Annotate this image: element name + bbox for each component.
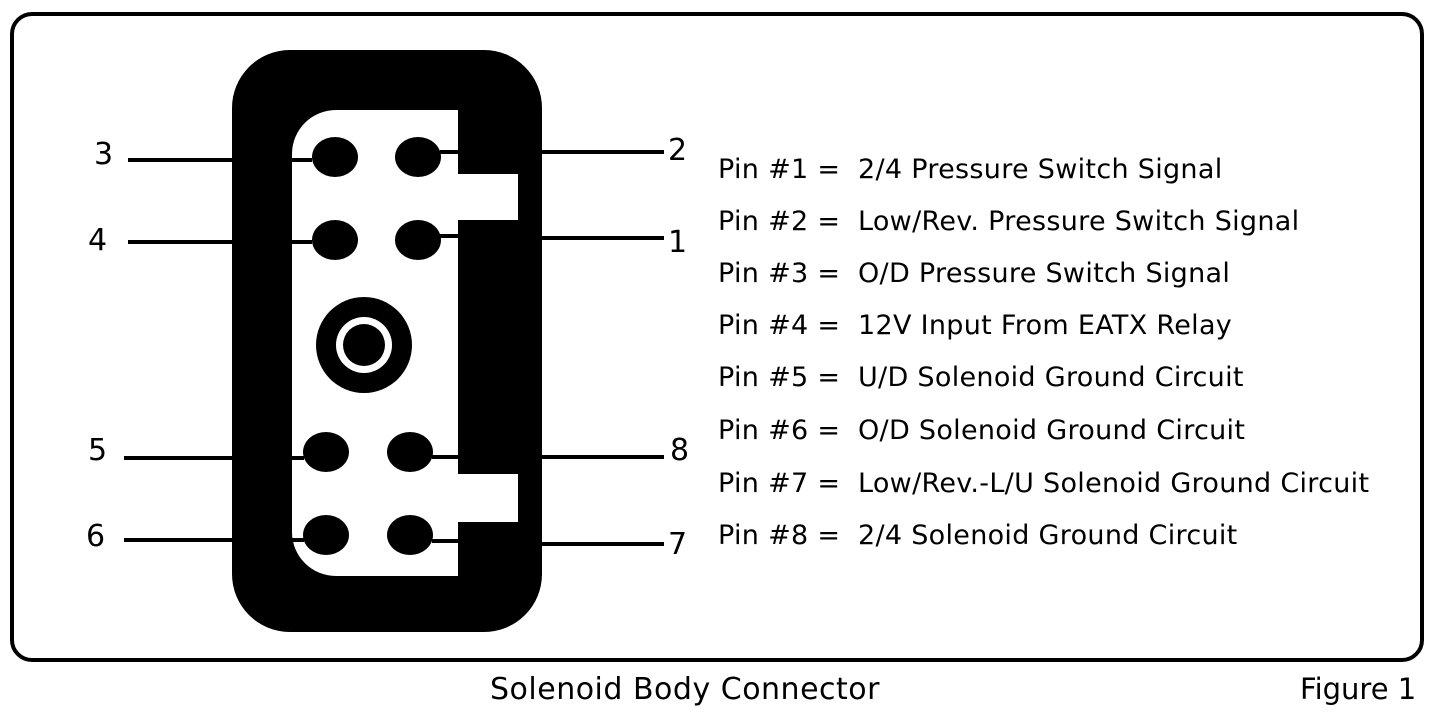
legend-desc: O/D Pressure Switch Signal: [858, 258, 1231, 289]
pin-label-4: 4: [88, 223, 107, 258]
pin-6-socket: [303, 515, 349, 555]
legend-key: Pin #5 =: [718, 362, 841, 393]
pin-8-socket: [387, 432, 433, 472]
pin-5-socket: [303, 432, 349, 472]
pin-label-8: 8: [670, 433, 689, 468]
connector-key-lower: [458, 522, 542, 576]
pin-1-socket: [395, 220, 441, 260]
pin-label-2: 2: [668, 133, 687, 168]
figure-frame: [10, 12, 1424, 662]
connector-key-upper: [458, 110, 518, 174]
legend-key: Pin #2 =: [718, 206, 841, 237]
center-bolt-core: [343, 324, 385, 366]
legend-desc: Low/Rev.-L/U Solenoid Ground Circuit: [858, 468, 1370, 499]
legend-key: Pin #8 =: [718, 520, 841, 551]
legend-key: Pin #1 =: [718, 154, 841, 185]
legend-desc: 12V Input From EATX Relay: [858, 310, 1233, 341]
legend-key: Pin #7 =: [718, 468, 841, 499]
pin-3-socket: [312, 137, 358, 177]
pin-label-1: 1: [668, 225, 687, 260]
legend-desc: 2/4 Pressure Switch Signal: [858, 154, 1223, 185]
legend-key: Pin #3 =: [718, 258, 841, 289]
figure-number: Figure 1: [1300, 672, 1417, 706]
legend-desc: O/D Solenoid Ground Circuit: [858, 415, 1246, 446]
legend-key: Pin #6 =: [718, 415, 841, 446]
legend-desc: Low/Rev. Pressure Switch Signal: [858, 206, 1300, 237]
pin-7-socket: [387, 515, 433, 555]
pin-2-socket: [395, 137, 441, 177]
pin-label-3: 3: [94, 137, 113, 172]
figure-caption: Solenoid Body Connector: [490, 672, 880, 707]
connector-key-middle: [458, 220, 542, 474]
legend-desc: U/D Solenoid Ground Circuit: [858, 362, 1244, 393]
pin-label-5: 5: [88, 433, 107, 468]
legend-key: Pin #4 =: [718, 310, 841, 341]
legend-desc: 2/4 Solenoid Ground Circuit: [858, 520, 1238, 551]
pin-label-6: 6: [86, 519, 105, 554]
pin-label-7: 7: [668, 527, 687, 562]
pin-4-socket: [312, 220, 358, 260]
